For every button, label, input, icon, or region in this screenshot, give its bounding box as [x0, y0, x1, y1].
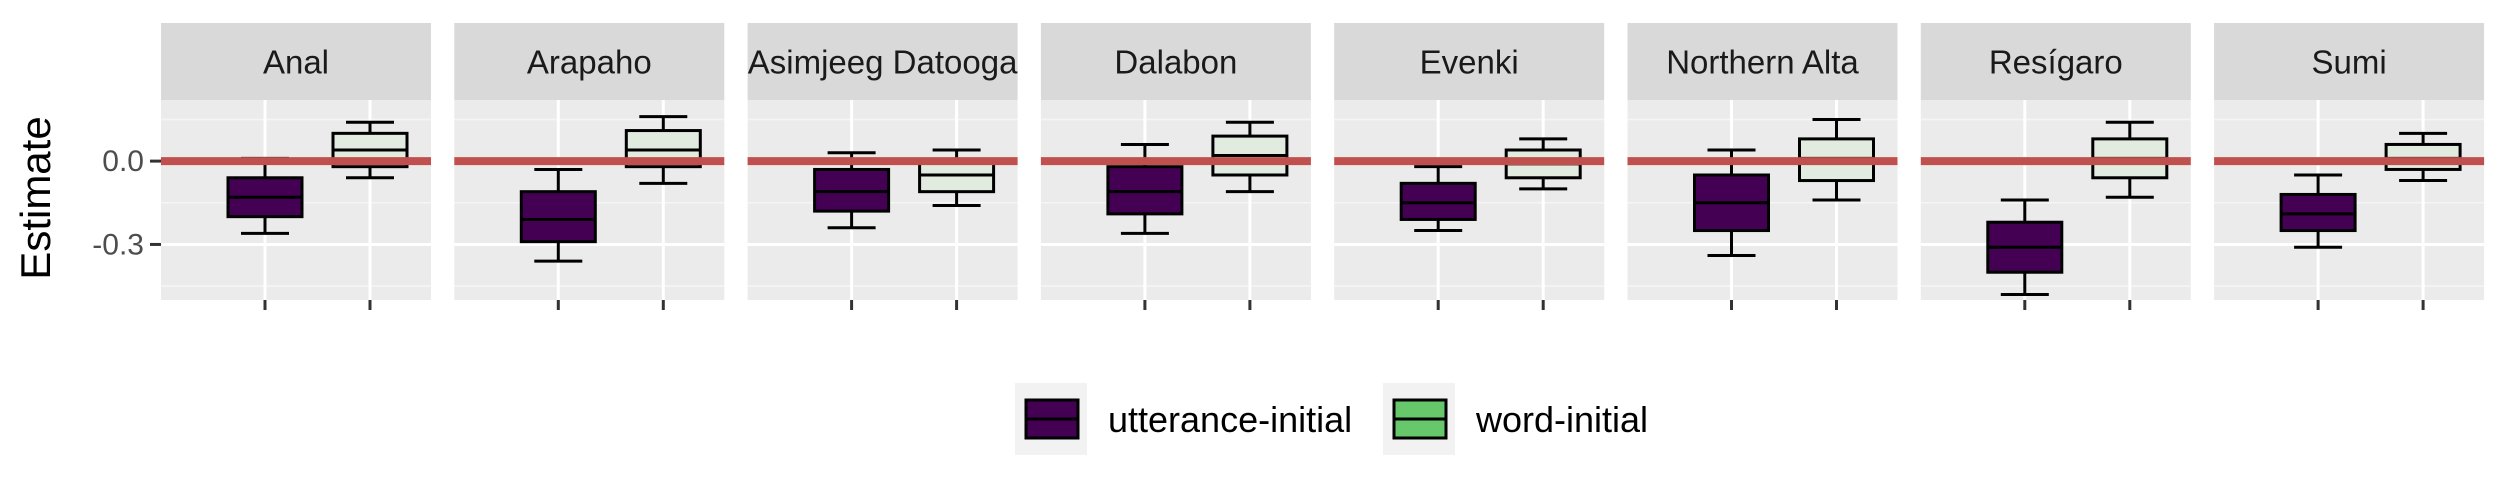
- facet-strip: [2214, 23, 2485, 100]
- facet-panel: Dalabon: [1040, 23, 1311, 310]
- facet-strip: [1920, 23, 2191, 100]
- facet-strip-label: Northern Alta: [1666, 44, 1859, 81]
- facet-panel: Evenki: [1334, 23, 1605, 310]
- box-utterance-initial: [1106, 142, 1184, 235]
- iqr-box: [519, 190, 597, 244]
- facet-strip: [161, 23, 431, 100]
- box-utterance-initial: [1986, 198, 2064, 296]
- box-utterance-initial: [1693, 148, 1770, 258]
- facet-strip: [1040, 23, 1311, 100]
- facet-strip-label: Sumi: [2312, 44, 2387, 81]
- box-utterance-initial: [1399, 165, 1477, 233]
- y-tick-label: -0.3: [92, 228, 144, 261]
- legend: utterance-initial word-initial: [1015, 383, 1648, 455]
- facet-panel: Sumi: [2214, 23, 2485, 310]
- facet-panel: Asimjeeg Datooga: [747, 23, 1018, 310]
- y-tick-label: 0.0: [102, 145, 144, 178]
- facet-strip: [747, 23, 1018, 100]
- box-word-initial: [1211, 120, 1289, 194]
- y-axis-title: Estimate: [12, 116, 59, 279]
- facet-strip-label: Asimjeeg Datooga: [748, 44, 1018, 81]
- box-utterance-initial: [813, 151, 891, 230]
- legend-label: utterance-initial: [1108, 399, 1352, 440]
- facet-panel: Resígaro: [1920, 23, 2191, 310]
- box-utterance-initial: [226, 156, 304, 235]
- legend-item-word-initial: word-initial: [1383, 383, 1648, 455]
- facet-strip: [1627, 23, 1898, 100]
- facet-strip-label: Dalabon: [1114, 44, 1237, 81]
- facet-strip-label: Anal: [263, 44, 329, 81]
- facet-strip-label: Arapaho: [527, 44, 652, 81]
- legend-item-utterance-initial: utterance-initial: [1015, 383, 1352, 455]
- facet-panel: Arapaho: [454, 23, 725, 310]
- facet-strip: [454, 23, 725, 100]
- facet-panel: Anal: [161, 23, 431, 310]
- facet-strip: [1334, 23, 1605, 100]
- box-word-initial: [2384, 131, 2462, 183]
- box-utterance-initial: [2279, 173, 2357, 249]
- legend-label: word-initial: [1475, 399, 1648, 440]
- facets-layer: Anal Arapaho Asimjeeg Datooga Dalabon Evenki…: [161, 23, 2485, 310]
- facet-strip-label: Resígaro: [1989, 44, 2123, 81]
- box-utterance-initial: [519, 167, 597, 263]
- facet-panel: Northern Alta: [1627, 23, 1898, 310]
- facet-strip-label: Evenki: [1420, 44, 1519, 81]
- y-axis: 0.0 -0.3: [92, 145, 161, 261]
